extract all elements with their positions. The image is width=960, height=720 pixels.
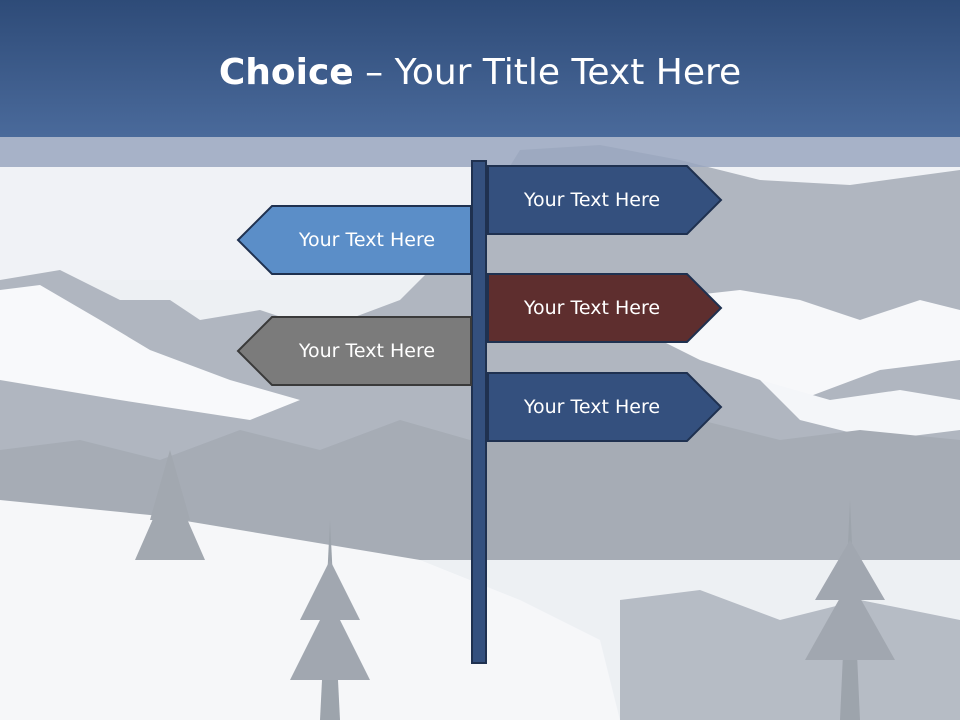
left-arrow-shape — [236, 205, 472, 275]
sign-label-1: Your Text Here — [523, 189, 661, 211]
title-bold-word: Choice — [218, 52, 354, 93]
signpost-arrow-4[interactable]: Your Text Here — [236, 316, 472, 386]
sign-label-5: Your Text Here — [523, 396, 661, 418]
right-arrow-shape — [487, 165, 723, 235]
left-arrow-shape — [236, 316, 472, 386]
signpost-arrow-2[interactable]: Your Text Here — [236, 205, 472, 275]
signpost-arrow-5[interactable]: Your Text Here — [487, 372, 723, 442]
sign-label-3: Your Text Here — [523, 297, 661, 319]
sign-label-2: Your Text Here — [298, 229, 436, 251]
slide-title[interactable]: Choice – Your Title Text Here — [0, 52, 960, 93]
right-arrow-shape — [487, 372, 723, 442]
sign-label-4: Your Text Here — [298, 340, 436, 362]
signpost-arrow-3[interactable]: Your Text Here — [487, 273, 723, 343]
signpost-pole[interactable] — [471, 160, 487, 664]
right-arrow-shape — [487, 273, 723, 343]
title-rest: – Your Title Text Here — [353, 52, 742, 93]
title-bar — [0, 0, 960, 137]
signpost-arrow-1[interactable]: Your Text Here — [487, 165, 723, 235]
